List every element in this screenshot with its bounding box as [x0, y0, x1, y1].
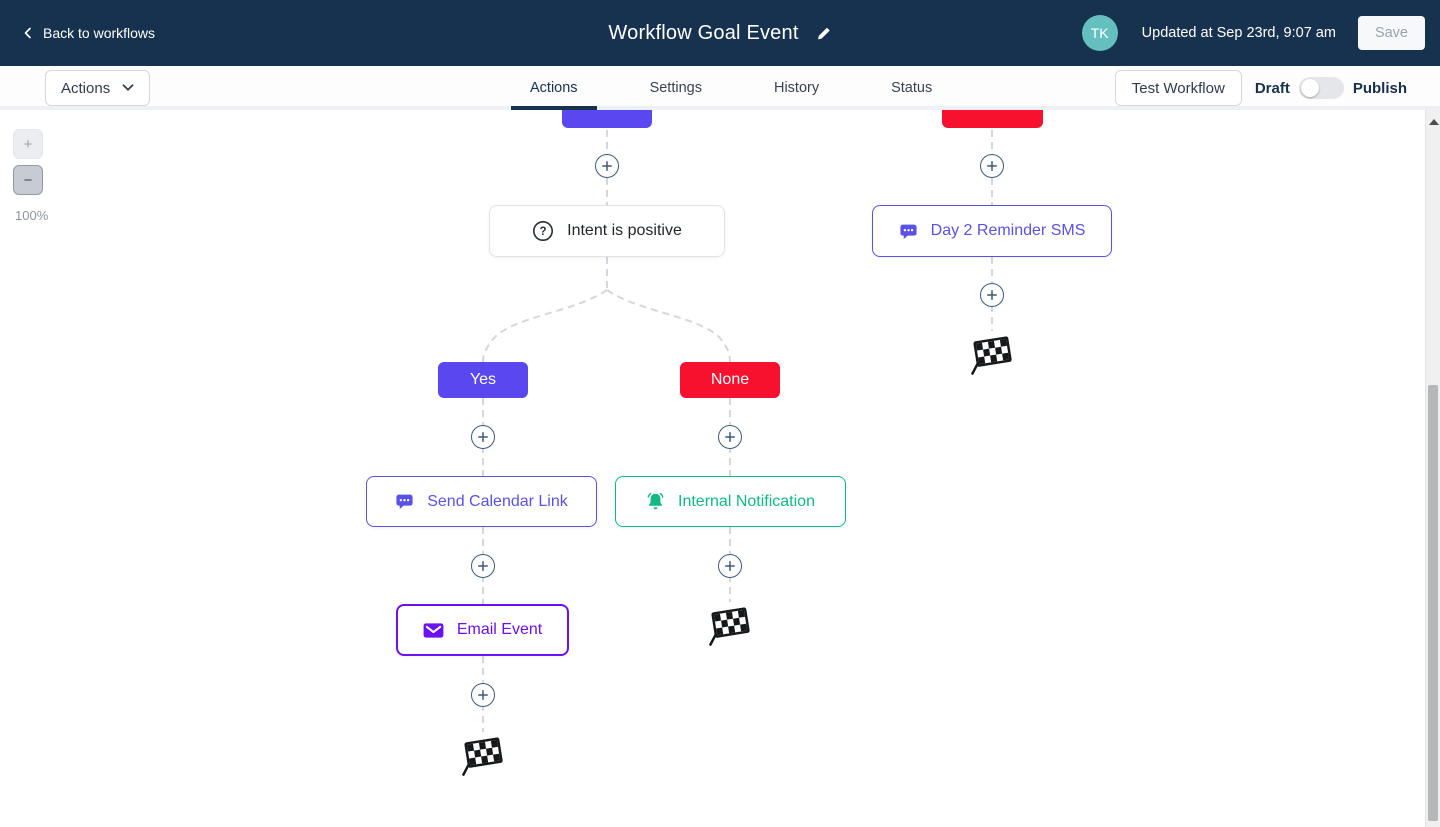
svg-text:?: ?: [540, 226, 547, 238]
tab-bar: Actions Settings History Status: [511, 66, 933, 110]
updated-at-text: Updated at Sep 23rd, 9:07 am: [1141, 25, 1336, 41]
tab-status[interactable]: Status: [891, 80, 933, 96]
node-email-event[interactable]: Email Event: [396, 604, 569, 656]
scroll-up-arrow[interactable]: [1426, 116, 1440, 128]
toolbar: Actions Actions Settings History Status …: [0, 66, 1440, 110]
bell-icon: [646, 492, 665, 511]
node-label: Intent is positive: [567, 222, 682, 239]
node-label: Send Calendar Link: [427, 492, 568, 510]
truncated-branch-pill-red: [942, 110, 1043, 128]
add-step-button[interactable]: [980, 283, 1004, 307]
branch-pill-yes: Yes: [438, 362, 528, 398]
add-step-button[interactable]: [980, 154, 1004, 178]
avatar[interactable]: TK: [1081, 15, 1118, 51]
toggle-knob: [1300, 79, 1319, 97]
publish-label: Publish: [1352, 79, 1407, 97]
chevron-left-icon: [22, 27, 34, 39]
edit-title-icon[interactable]: [817, 26, 832, 41]
page-title: Workflow Goal Event: [608, 21, 799, 44]
node-label: Internal Notification: [678, 492, 815, 510]
node-label: Day 2 Reminder SMS: [930, 222, 1086, 239]
zoom-level-text: 100%: [15, 208, 49, 223]
back-to-workflows-button[interactable]: Back to workflows: [22, 0, 155, 66]
zoom-in-button[interactable]: +: [13, 129, 43, 159]
add-step-button[interactable]: [595, 154, 619, 178]
workflow-canvas: + − 100% ? Intent is positive: [0, 110, 1440, 827]
tab-settings[interactable]: Settings: [649, 80, 702, 96]
test-workflow-button[interactable]: Test Workflow: [1114, 70, 1242, 106]
end-flag-icon: [707, 605, 753, 652]
vertical-scrollbar[interactable]: [1425, 110, 1440, 827]
sms-icon: [395, 492, 414, 511]
add-step-button[interactable]: [718, 425, 742, 449]
sms-icon: [899, 222, 918, 241]
save-button[interactable]: Save: [1357, 16, 1425, 50]
end-flag-icon: [969, 334, 1015, 381]
question-circle-icon: ?: [532, 220, 554, 242]
node-internal-notification[interactable]: Internal Notification: [615, 476, 846, 527]
branch-pill-none: None: [680, 362, 780, 398]
end-flag-icon: [460, 735, 506, 782]
envelope-icon: [423, 622, 444, 639]
condition-node-intent-is-positive[interactable]: ? Intent is positive: [489, 205, 725, 257]
node-day-2-reminder-sms[interactable]: Day 2 Reminder SMS: [872, 205, 1112, 257]
back-label: Back to workflows: [43, 25, 156, 41]
add-step-button[interactable]: [718, 554, 742, 578]
actions-dropdown-button[interactable]: Actions: [45, 70, 151, 106]
node-send-calendar-link[interactable]: Send Calendar Link: [366, 476, 597, 527]
actions-dropdown-label: Actions: [61, 79, 111, 97]
zoom-out-button[interactable]: −: [13, 165, 43, 195]
publish-toggle[interactable]: [1298, 77, 1344, 99]
tab-actions[interactable]: Actions: [511, 66, 596, 110]
draft-label: Draft: [1254, 79, 1290, 97]
node-label: Email Event: [456, 621, 543, 638]
add-step-button[interactable]: [471, 683, 495, 707]
chevron-down-icon: [122, 84, 134, 92]
add-step-button[interactable]: [471, 554, 495, 578]
scrollbar-thumb[interactable]: [1428, 385, 1438, 821]
truncated-branch-pill-blue: [562, 110, 652, 128]
zoom-controls: + − 100%: [13, 129, 53, 223]
top-header: Back to workflows Workflow Goal Event TK…: [0, 0, 1440, 66]
add-step-button[interactable]: [471, 425, 495, 449]
tab-history[interactable]: History: [773, 80, 820, 96]
